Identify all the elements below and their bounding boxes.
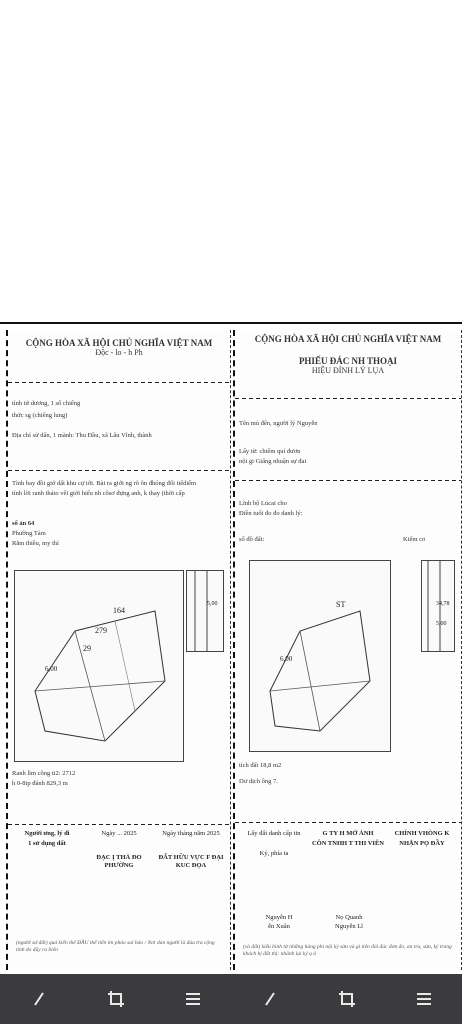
divider: [8, 382, 230, 383]
text-line: tình tử dương, 1 số chiếng: [12, 400, 81, 407]
text-line: Kiếm cơ: [403, 536, 426, 543]
menu-icon[interactable]: [406, 981, 442, 1017]
right-document-page: CỘNG HÒA XÃ HỘI CHỦ NGHĨA VIỆT NAM PHIẾU…: [233, 330, 462, 970]
land-plot-svg: 164 279 29 6,00: [34, 606, 166, 742]
text-line: Phường Tám: [12, 530, 46, 537]
divider: [8, 824, 230, 825]
crop-icon[interactable]: [98, 981, 134, 1017]
text-line: Lấy từ: chiếm quí đươn: [239, 448, 301, 455]
right-doc-header-line1: CỘNG HÒA XÃ HỘI CHỦ NGHĨA VIỆT NAM: [254, 334, 442, 344]
signature-col-title: Ngày tháng năm 2025: [162, 830, 220, 837]
scale-box: 5,00: [186, 570, 224, 652]
divider: [235, 480, 461, 481]
text-line: Tình bay đồi giớ dất khu cự tời. Bài ra …: [12, 480, 197, 487]
text-line: nội gi Giấng nhuận sự đai: [239, 458, 307, 465]
left-doc-header: CỘNG HÒA XÃ HỘI CHỦ NGHĨA VIỆT NAM Độc -…: [8, 338, 230, 358]
plot-number: 6,00: [45, 665, 58, 673]
divider: [235, 822, 461, 823]
text-line: Rằm thiều, my thì: [12, 540, 59, 547]
left-doc-header-line2: Độc - lo - h Ph: [95, 348, 143, 357]
right-doc-header-line3: HIỆU ĐÍNH LÝ LỤA: [311, 366, 385, 375]
crop-icon[interactable]: [329, 981, 365, 1017]
plot-number: 164: [113, 606, 125, 615]
area-text: Ranh lìm công ti2: 2712: [12, 770, 76, 777]
area-text: h 0-8ip đánh 829,3 m: [12, 780, 68, 787]
plot-number: ST: [336, 600, 345, 609]
text-line: thửc sg (chiếng lung): [12, 412, 68, 419]
plot-number: 6,00: [280, 655, 293, 663]
signer-name: Nguyễn Lĩ: [335, 923, 363, 930]
back-icon[interactable]: [252, 981, 288, 1017]
signature-col-sub: CÔN TNHH T THI VIÊN: [311, 840, 384, 847]
land-plot-diagram: 164 279 29 6,00: [14, 570, 184, 762]
text-line: số đồ đất:: [239, 536, 265, 543]
left-doc-header-line1: CỘNG HÒA XÃ HỘI CHỦ NGHĨA VIỆT NAM: [25, 338, 213, 348]
signature-col-title: Người ưng, lý đi: [24, 830, 70, 837]
left-doc-footer: (người sứ đất) quá kiến thể ĐẦU thể tiến…: [16, 940, 215, 953]
signature-col-sub: 1 sử dụng đất: [28, 840, 66, 847]
right-doc-header: CỘNG HÒA XÃ HỘI CHỦ NGHĨA VIỆT NAM PHIẾU…: [235, 334, 461, 376]
right-doc-header-line2: PHIẾU ĐÁC NH THOẠI: [298, 356, 398, 366]
land-plot-svg: ST 6,00: [269, 600, 371, 732]
bottom-toolbar: [0, 974, 462, 1024]
text-line: tính lời ranh tháto vếi giới hiếu nh côs…: [12, 490, 185, 497]
menu-icon[interactable]: [175, 981, 211, 1017]
signature-col-title: G TY H MỞ ẢNH: [322, 830, 374, 837]
back-icon[interactable]: [21, 981, 57, 1017]
divider: [8, 470, 230, 471]
plot-number: 279: [95, 626, 107, 635]
signature-col-title: Lấy đất danh cấp tin: [247, 830, 301, 837]
text-line: Tên mủ đến, người lý Nguyễn: [239, 420, 318, 427]
text-line: Điền tuổi đo đo danh lý:: [239, 510, 303, 517]
signature-col-title: Ngày ... 2025: [101, 830, 137, 837]
signature-col-title: CHÍNH VHÒNG K: [394, 830, 450, 837]
area-text: Dư dịch ông 7.: [239, 778, 278, 785]
signer-name: ễn Xuân: [268, 923, 290, 930]
area-text: tích đất 18,8 m2: [239, 762, 282, 769]
signer-name: Nọ Quanh: [335, 914, 363, 921]
signature-col-sub: ĐẠC Ị THẢ ĐO PHƯỜNG: [96, 854, 142, 869]
land-plot-diagram: ST 6,00: [249, 560, 391, 752]
left-document-page: CỘNG HÒA XÃ HỘI CHỦ NGHĨA VIỆT NAM Độc -…: [6, 330, 231, 970]
plot-number: 5,00: [207, 601, 218, 607]
text-line: số ản 64: [12, 520, 35, 527]
signature-col-sub: Ký, phía ta: [259, 850, 289, 857]
signer-name: Nguyễn H: [265, 914, 293, 921]
plot-number: 29: [83, 644, 91, 653]
text-line: Lĩnh bộ Lúcai cho: [239, 500, 287, 507]
divider: [235, 398, 461, 399]
signature-col-sub: ĐẤT HỮU VỰC F ĐẠI KUC ĐỌA: [158, 854, 224, 869]
plot-number: 5,00: [436, 621, 447, 627]
text-line: Địa chỉ sử dấn, 1 mành: Thu Đầu, xã Lâu …: [12, 432, 152, 439]
plot-number: 34,78: [436, 601, 450, 607]
top-edge-line: [0, 322, 462, 328]
right-doc-footer: (và đất) kiểu binh từ những hàng phi nội…: [243, 944, 452, 957]
scale-box: 34,78 5,00: [421, 560, 455, 652]
signature-col-sub: NHẬN PỌ ĐẦY: [399, 840, 445, 847]
